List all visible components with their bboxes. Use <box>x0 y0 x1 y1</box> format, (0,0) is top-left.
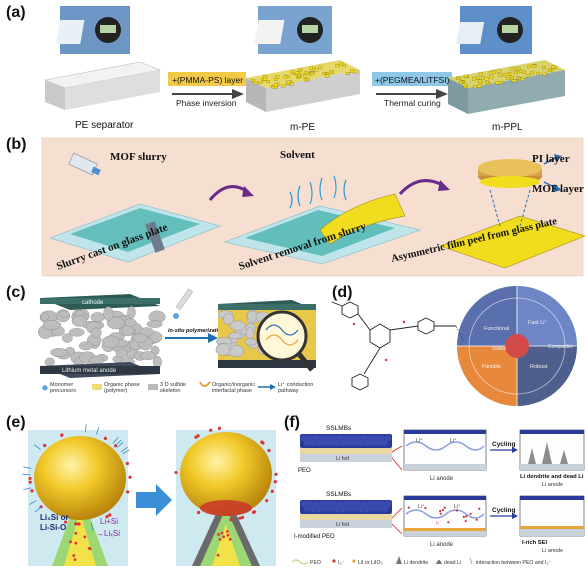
ring-label-fast: Fast Li⁺ <box>528 319 548 326</box>
bot-cell-stack <box>300 500 392 528</box>
top-cell-label: SSLMBs <box>326 425 352 432</box>
panel-c-graphic: cathode Lithium metal anode in-situ poly… <box>37 288 316 394</box>
ring-label-functional: Functional <box>484 326 509 332</box>
top-result-label: Li dendrite and dead Li <box>520 474 584 480</box>
panel-d-label: (d) <box>332 284 353 301</box>
ring-label-compatible: Compatible <box>548 344 574 350</box>
bot-result-label: I-rich SEI <box>522 540 548 546</box>
step1-sub: Phase inversion <box>176 98 237 108</box>
bot-li-ion-2: Li⁺ <box>454 504 461 510</box>
step1-label: +(PMMA-PS) layer <box>172 75 243 85</box>
mof-slurry-label: MOF slurry <box>110 151 167 163</box>
panel-e-label: (e) <box>6 414 26 431</box>
panel-b-label: (b) <box>6 136 27 153</box>
stage-pe: PE separator <box>75 120 134 131</box>
top-li-ion-2: Li⁺ <box>450 438 457 444</box>
legend-organic-phase: Organic phase (polymer) <box>104 382 140 394</box>
stage-mpe: m-PE <box>290 122 315 133</box>
slurry-bottle-icon <box>68 152 101 176</box>
bot-result-anode: Li anode <box>542 548 563 554</box>
bot-zoom-box <box>403 495 487 537</box>
top-zoom-box <box>403 429 487 471</box>
panel-c: (c) cathode Lithium metal anode in-situ … <box>0 282 320 410</box>
bot-i-ion: I₃⁻ <box>436 520 442 525</box>
bot-foil-label: Li foil <box>336 522 349 528</box>
ring-label-robust: Robust <box>530 364 548 370</box>
panel-c-label: (c) <box>6 284 26 301</box>
panel-f: (f) SSLMBs PEO Li foil Li⁺ Li⁺ Li anode … <box>280 412 588 570</box>
legend-lii: LiI or LiIO₃ <box>358 560 383 566</box>
process-label: in-situ polymerization <box>168 328 225 334</box>
bot-result-box <box>519 495 585 537</box>
pe-separator-block <box>43 61 162 110</box>
cathode-label: cathode <box>82 300 104 306</box>
legend-i3: I₃⁻ <box>338 560 345 566</box>
ring-label-stable: Stable <box>492 346 506 352</box>
legend-dendrite: Li dendrite <box>404 560 428 566</box>
bot-li-ion-1: Li⁺ <box>418 504 425 510</box>
magnifier-icon <box>256 310 314 372</box>
panel-b-graphic: MOF slurry Solvent PI layer MOF <box>41 137 586 277</box>
panel-f-legend: PEO I₃⁻ LiI or LiIO₃ Li dendrite dead Li… <box>291 556 551 566</box>
anode-label: Lithium metal anode <box>62 368 117 374</box>
bot-cell-label: SSLMBs <box>326 491 352 498</box>
step2-sub: Thermal curing <box>384 98 441 108</box>
panel-a-graphic: +(PMMA-PS) layer Phase inversion +(PEGME… <box>43 6 565 133</box>
top-result-box <box>519 429 585 471</box>
ring-label-flexible: Flexible <box>482 364 501 370</box>
pi-layer-label: PI layer <box>532 153 570 165</box>
silicon-particle-right <box>180 432 272 516</box>
legend-li-pathway: Li⁺ conduction pathway <box>278 382 314 394</box>
bot-anode-label: Li anode <box>430 542 454 548</box>
pipette-icon <box>173 288 194 319</box>
solvent-arrows <box>289 175 347 209</box>
panel-b: (b) MOF slurry Solvent <box>0 134 588 280</box>
bot-cycling-label: Cycling <box>492 507 516 514</box>
stage-mppl: m-PPL <box>492 122 523 133</box>
top-foil-label: Li foil <box>336 456 349 462</box>
panel-f-label: (f) <box>284 414 300 431</box>
silicon-particle-left <box>34 436 126 520</box>
panel-a-label: (a) <box>6 4 26 21</box>
legend-sulfide: 3 D sulfide skeleton <box>160 382 186 394</box>
legend-interfacial: Organic/inorganic interfacial phase <box>212 382 256 394</box>
solvent-label: Solvent <box>280 149 315 161</box>
step2-label: +(PEGMEA/LiTFSI) <box>375 75 450 85</box>
panel-e-graphic: Li₃Si or Li-Si-O Li+Si →LiₓSi <box>22 424 278 566</box>
panel-d: (d) Functional Fast Li <box>322 282 588 410</box>
panel-f-graphic: SSLMBs PEO Li foil Li⁺ Li⁺ Li anode Cycl… <box>291 425 585 566</box>
legend-monomer: Monomer precursors <box>50 382 76 394</box>
top-anode-label: Li anode <box>430 476 454 482</box>
top-electrolyte-label: PEO <box>298 468 311 474</box>
property-ring <box>457 286 577 406</box>
top-result-anode: Li anode <box>542 482 563 488</box>
top-li-ion-1: Li⁺ <box>416 438 423 444</box>
panel-e: (e) Li₃Si or Li-Si-O Li+Si →LiₓSi <box>0 412 278 570</box>
molecular-structure <box>331 301 456 391</box>
reaction-label-1: Li+Si <box>100 517 118 526</box>
mof-layer-label: MOF layer <box>532 183 584 195</box>
sulfide-skeleton-left <box>37 306 166 370</box>
top-cycling-label: Cycling <box>492 441 516 448</box>
panel-c-legend: Monomer precursors Organic phase (polyme… <box>42 381 314 394</box>
bot-electrolyte-label: I-modified PEO <box>294 534 335 540</box>
m-pe-block <box>246 60 360 112</box>
transition-arrow <box>136 484 172 516</box>
legend-dead-li: dead Li <box>444 560 461 566</box>
legend-interaction: interaction between PEO and I₃⁻ <box>476 560 551 566</box>
layer-stack-disc <box>478 159 542 188</box>
panel-d-graphic: Functional Fast Li⁺ Robust Flexible Comp… <box>331 286 577 406</box>
li3si-label: Li₃Si or <box>40 513 69 522</box>
legend-peo: PEO <box>310 560 321 566</box>
reaction-label-2: →LiₓSi <box>96 529 120 538</box>
lisio-label: Li-Si-O <box>40 523 66 532</box>
panel-a: (a) <box>0 0 588 135</box>
top-cell-stack <box>300 434 392 462</box>
